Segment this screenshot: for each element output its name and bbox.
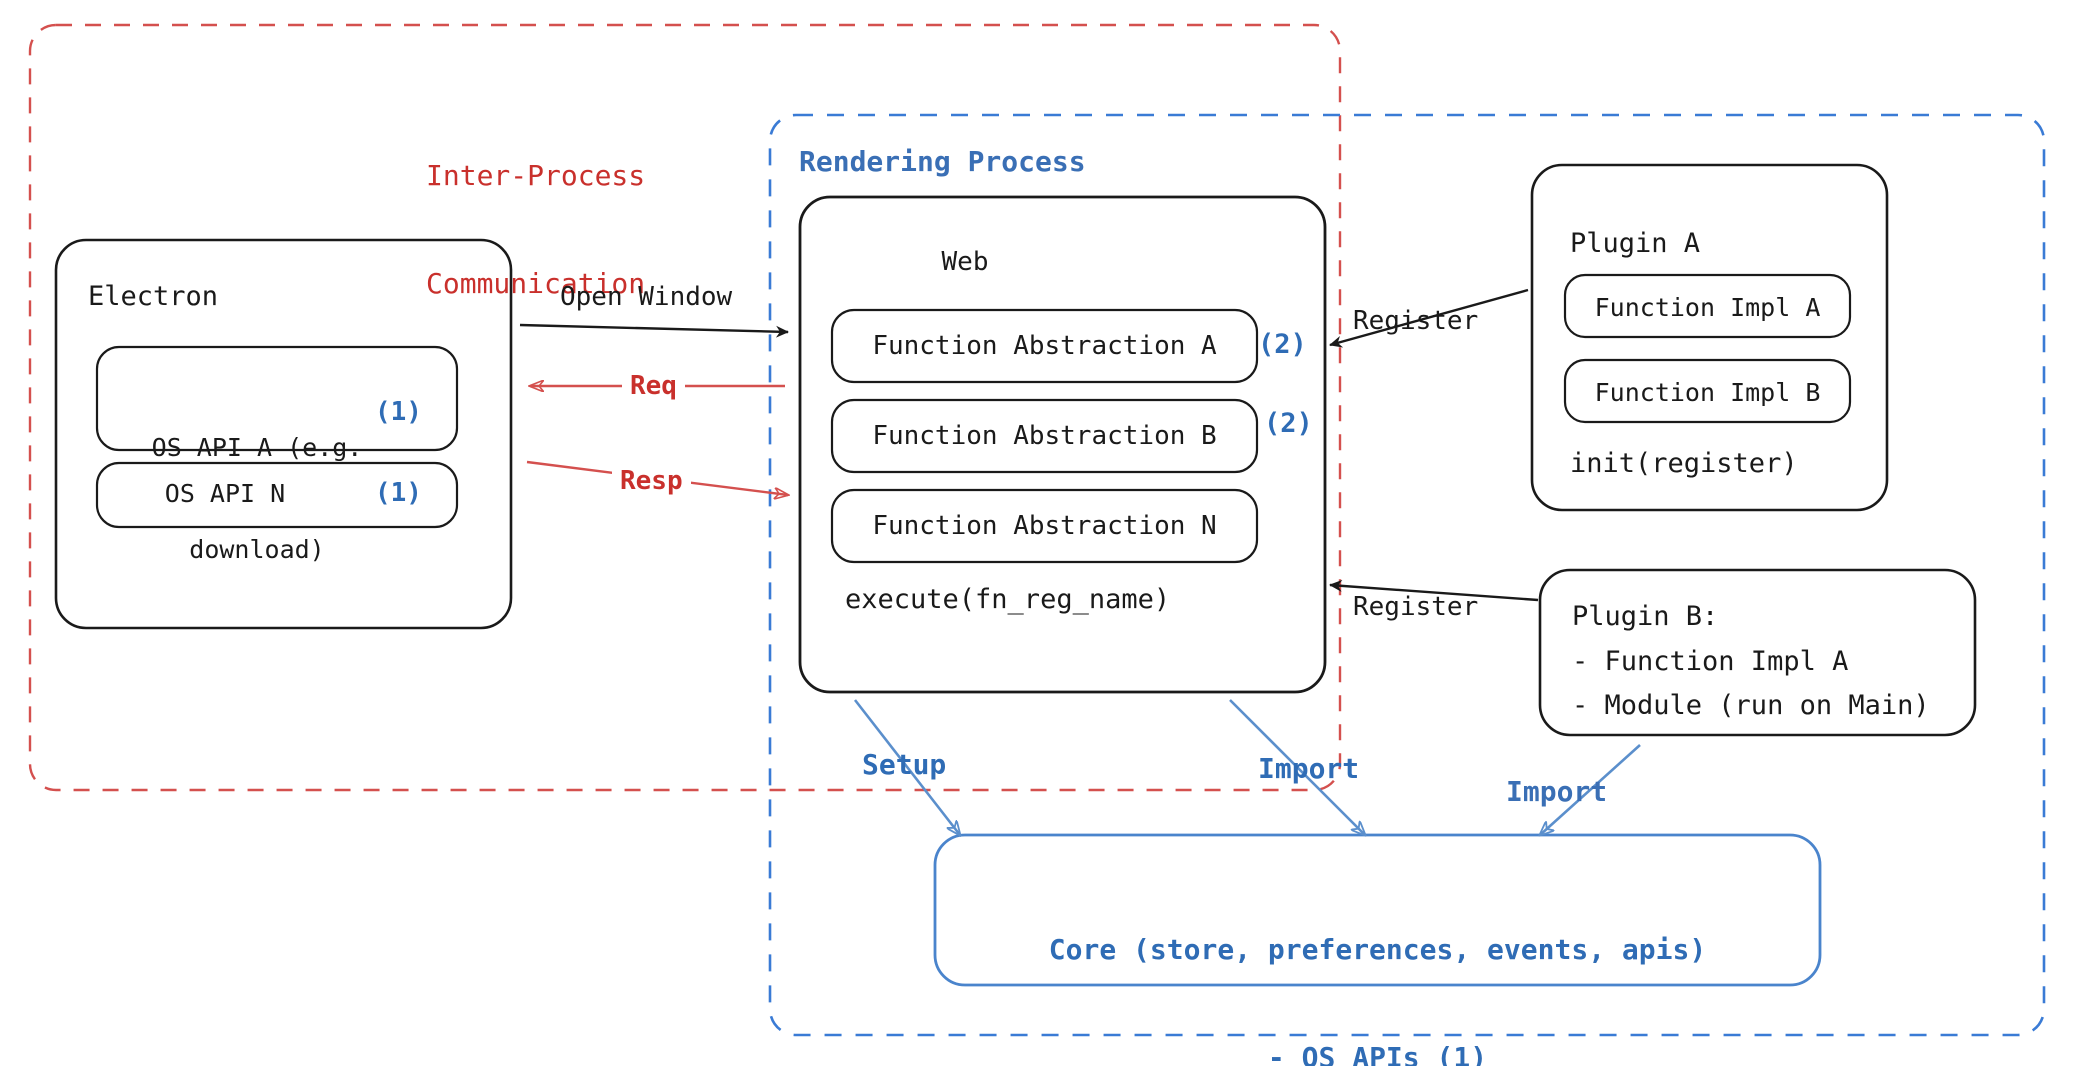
os-api-a-line2: download)	[189, 535, 325, 564]
plugin-a-init-label: init(register)	[1570, 448, 1798, 479]
os-api-a-tag: (1)	[375, 397, 422, 427]
register-b-label: Register	[1353, 592, 1479, 622]
web-title: Web	[941, 247, 989, 277]
electron-title: Electron	[88, 281, 219, 312]
os-api-a-label: OS API A (e.g. download)	[97, 363, 417, 635]
function-abstraction-b-tag: (2)	[1264, 408, 1313, 439]
plugin-b-title: Plugin B:	[1572, 601, 1719, 632]
ipc-label-line1: Inter-Process	[426, 159, 646, 192]
function-abstraction-a-label: Function Abstraction A	[872, 331, 1217, 361]
os-api-n-label: OS API N	[164, 479, 286, 508]
function-abstraction-n-label: Function Abstraction N	[872, 511, 1217, 541]
resp-label: Resp	[612, 466, 691, 496]
plugin-b-line-1: - Function Impl A	[1572, 646, 1849, 677]
ipc-container-label: Inter-Process Communication	[426, 86, 645, 374]
import-plugin-label: Import	[1506, 775, 1608, 808]
core-line-2: - OS APIs (1)	[1267, 1041, 1488, 1066]
core-line-1: Core (store, preferences, events, apis)	[1048, 933, 1707, 966]
rendering-process-label: Rendering Process	[799, 145, 1086, 178]
setup-label: Setup	[862, 748, 947, 781]
plugin-b-line-2: - Module (run on Main)	[1572, 690, 1930, 721]
function-abstraction-b-label: Function Abstraction B	[872, 421, 1217, 451]
function-abstraction-a-tag: (2)	[1258, 329, 1307, 360]
os-api-a-line1: OS API A (e.g.	[151, 433, 363, 462]
web-execute-label: execute(fn_reg_name)	[845, 584, 1171, 615]
ipc-label-line2: Communication	[426, 267, 646, 300]
function-impl-b-label: Function Impl B	[1594, 378, 1821, 407]
plugin-a-title: Plugin A	[1570, 228, 1701, 259]
open-window-label: Open Window	[560, 282, 733, 312]
os-api-n-tag: (1)	[375, 478, 422, 508]
core-box-text: Core (store, preferences, events, apis) …	[935, 860, 1820, 1066]
import-web-label: Import	[1258, 752, 1360, 785]
register-a-label: Register	[1353, 306, 1479, 336]
function-impl-a-label: Function Impl A	[1594, 293, 1821, 322]
req-label: Req	[622, 371, 685, 401]
